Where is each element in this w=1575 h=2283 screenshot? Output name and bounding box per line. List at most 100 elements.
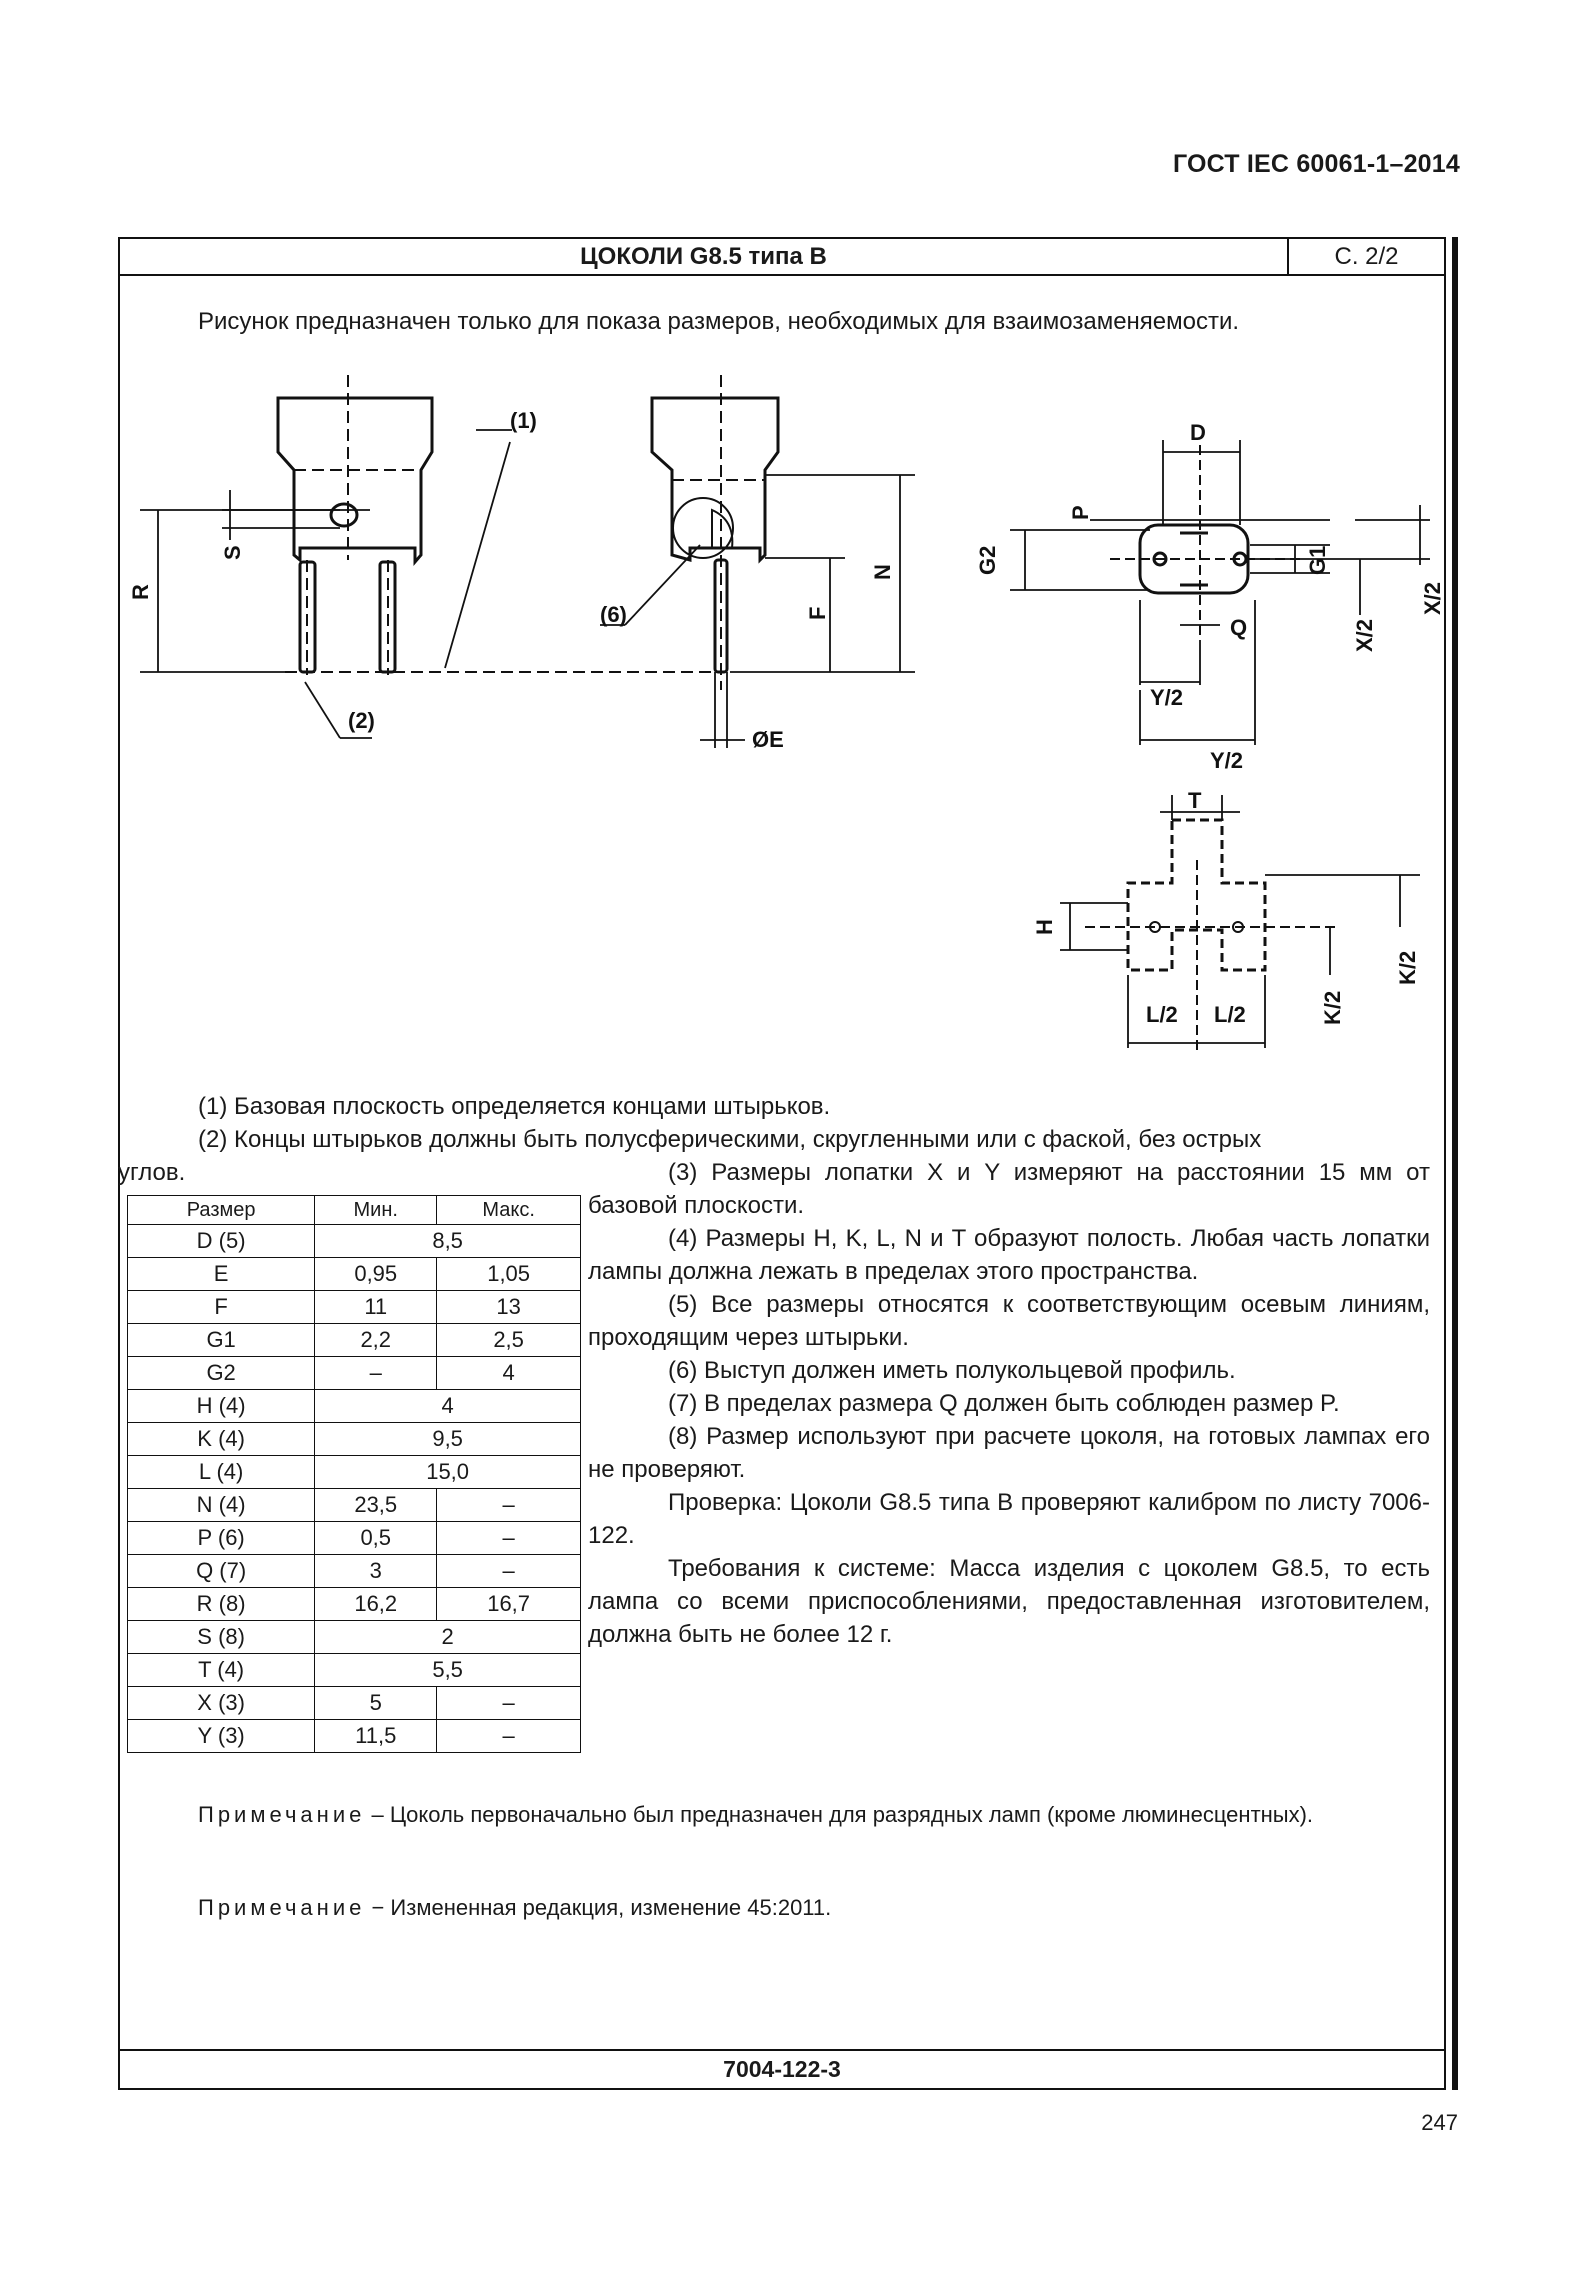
lamp-base-side-view	[276, 396, 434, 674]
table-cell-min: –	[314, 1356, 438, 1390]
table-cell-value: 9,5	[314, 1422, 581, 1456]
table-cell-min: 5	[314, 1686, 438, 1720]
label-D: D	[1190, 420, 1206, 445]
table-row: G2–4	[126, 1356, 581, 1390]
table-cell-name: S (8)	[126, 1620, 316, 1654]
table-cell-max: 1,05	[436, 1257, 581, 1291]
label-X2-outer: X/2	[1420, 582, 1445, 615]
label-N: N	[870, 564, 895, 580]
table-row: H (4)4	[126, 1389, 581, 1423]
table-cell-name: Q (7)	[126, 1554, 316, 1588]
note-6: (6) Выступ должен иметь полукольцевой пр…	[668, 1357, 1236, 1384]
note-1: (1) Базовая плоскость определяется конца…	[198, 1093, 831, 1120]
label-note2: (2)	[348, 708, 375, 733]
table-cell-name: L (4)	[126, 1455, 316, 1489]
label-S: S	[220, 545, 245, 560]
table-row: L (4)15,0	[126, 1455, 581, 1489]
sheet-code: 7004-122-3	[120, 2049, 1444, 2088]
table-cell-max: 2,5	[436, 1323, 581, 1357]
table-row: P (6)0,5–	[126, 1521, 581, 1555]
page-number: 247	[1421, 2110, 1458, 2135]
remark-2: Примечание − Измененная редакция, измене…	[118, 1893, 1438, 1923]
label-note1: (1)	[510, 408, 537, 433]
table-header-row: Размер Мин. Макс.	[126, 1195, 581, 1225]
label-G1: G1	[1305, 546, 1330, 575]
label-F: F	[805, 607, 830, 620]
table-cell-name: D (5)	[126, 1224, 316, 1258]
table-cell-max: –	[436, 1554, 581, 1588]
table-cell-name: Y (3)	[126, 1719, 316, 1753]
table-cell-max: –	[436, 1488, 581, 1522]
standard-designation: ГОСТ IEC 60061-1–2014	[1172, 150, 1460, 178]
col-header-size: Размер	[126, 1195, 316, 1225]
table-cell-name: X (3)	[126, 1686, 316, 1720]
note-4: (4) Размеры H, K, L, N и T образуют поло…	[588, 1225, 1430, 1285]
label-R: R	[128, 584, 153, 600]
remark-1-text: – Цоколь первоначально был предназначен …	[371, 1802, 1314, 1827]
drawing-sheet-frame: ЦОКОЛИ G8.5 типа В С. 2/2 7004-122-3	[118, 237, 1446, 2090]
table-cell-name: H (4)	[126, 1389, 316, 1423]
table-row: X (3)5–	[126, 1686, 581, 1720]
table-cell-name: P (6)	[126, 1521, 316, 1555]
label-Y2-outer: Y/2	[1210, 748, 1243, 773]
table-cell-min: 16,2	[314, 1587, 438, 1621]
table-cell-value: 4	[314, 1389, 581, 1423]
table-cell-name: R (8)	[126, 1587, 316, 1621]
table-cell-max: 16,7	[436, 1587, 581, 1621]
table-row: Y (3)11,5–	[126, 1719, 581, 1753]
remark-2-lead: Примечание	[198, 1895, 366, 1920]
label-L2-left: L/2	[1146, 1002, 1178, 1027]
label-E: ØE	[752, 727, 784, 752]
title-block: ЦОКОЛИ G8.5 типа В С. 2/2	[120, 239, 1444, 276]
frame-right-bar	[1452, 237, 1458, 2090]
table-cell-name: F	[126, 1290, 316, 1324]
note-2-line1: (2) Концы штырьков должны быть полусфери…	[198, 1126, 1262, 1153]
label-G2: G2	[975, 546, 1000, 575]
sheet-title: ЦОКОЛИ G8.5 типа В	[120, 239, 1289, 274]
label-P: P	[1068, 505, 1093, 520]
table-cell-name: K (4)	[126, 1422, 316, 1456]
note-3: (3) Размеры лопатки X и Y измеряют на ра…	[588, 1159, 1430, 1219]
table-cell-name: N (4)	[126, 1488, 316, 1522]
check-text: Проверка: Цоколи G8.5 типа В проверяют к…	[588, 1489, 1430, 1549]
label-Q: Q	[1230, 615, 1247, 640]
table-cell-min: 2,2	[314, 1323, 438, 1357]
technical-drawing: (1) (2) (6) R S F N ØE D P G2 G1 Q X/2 X…	[128, 375, 1445, 1055]
col-header-max: Макс.	[436, 1195, 581, 1225]
table-cell-max: –	[436, 1521, 581, 1555]
label-K2-inner: K/2	[1320, 991, 1345, 1025]
table-cell-min: 23,5	[314, 1488, 438, 1522]
label-K2-outer: K/2	[1395, 951, 1420, 985]
table-cell-min: 11,5	[314, 1719, 438, 1753]
label-Y2-inner: Y/2	[1150, 685, 1183, 710]
table-row: K (4)9,5	[126, 1422, 581, 1456]
table-cell-max: –	[436, 1719, 581, 1753]
table-cell-max: –	[436, 1686, 581, 1720]
notes-column: (3) Размеры лопатки X и Y измеряют на ра…	[588, 1156, 1430, 1651]
remark-1: Примечание – Цоколь первоначально был пр…	[118, 1800, 1438, 1830]
sheet-number: С. 2/2	[1334, 243, 1399, 270]
label-L2-right: L/2	[1214, 1002, 1246, 1027]
label-note6: (6)	[600, 602, 627, 627]
remark-1-lead: Примечание	[198, 1802, 366, 1827]
table-cell-min: 3	[314, 1554, 438, 1588]
table-row: N (4)23,5–	[126, 1488, 581, 1522]
table-cell-value: 8,5	[314, 1224, 581, 1258]
table-row: Q (7)3–	[126, 1554, 581, 1588]
table-row: D (5)8,5	[126, 1224, 581, 1258]
cavity-plan-view	[1126, 818, 1267, 972]
table-cell-name: T (4)	[126, 1653, 316, 1687]
note-8: (8) Размер используют при расчете цоколя…	[588, 1423, 1430, 1483]
table-cell-value: 2	[314, 1620, 581, 1654]
table-cell-min: 11	[314, 1290, 438, 1324]
label-X2-inner: X/2	[1352, 619, 1377, 652]
label-T: T	[1188, 788, 1202, 813]
remark-2-text: − Измененная редакция, изменение 45:2011…	[371, 1895, 832, 1920]
note-7: (7) В пределах размера Q должен быть соб…	[668, 1390, 1340, 1417]
figure-caption: Рисунок предназначен только для показа р…	[198, 308, 1240, 335]
table-cell-max: 4	[436, 1356, 581, 1390]
table-cell-name: G2	[126, 1356, 316, 1390]
